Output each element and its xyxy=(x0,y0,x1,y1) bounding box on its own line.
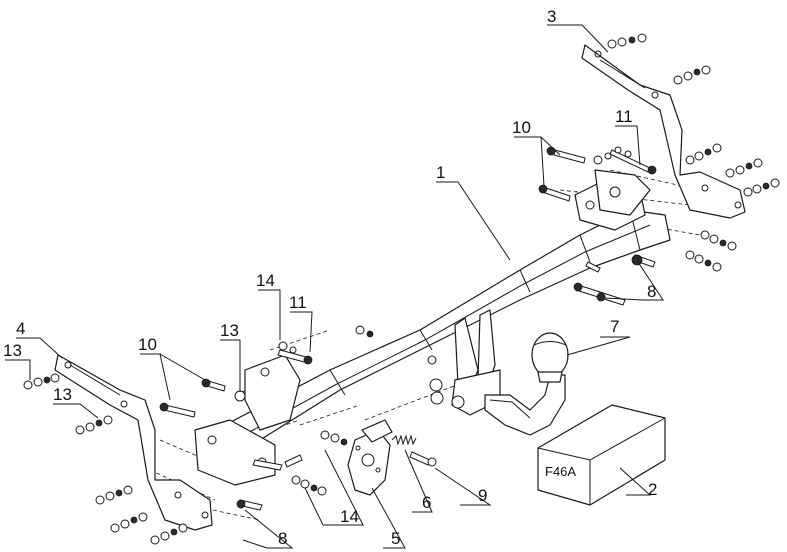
leader-lines xyxy=(5,24,664,549)
spring xyxy=(391,434,417,446)
hardware-top-right xyxy=(607,33,780,272)
callout-14-bottom: 14 xyxy=(340,507,359,526)
tow-ball-assembly xyxy=(484,332,569,436)
callout-2: 2 xyxy=(648,480,657,499)
left-side-bracket xyxy=(54,354,213,531)
main-crossbar xyxy=(194,169,671,486)
hardware-right-bolts xyxy=(538,146,657,306)
callout-numbers: 3 1 10 11 8 7 4 13 13 10 13 14 11 8 14 5… xyxy=(3,7,657,548)
callout-8-left: 8 xyxy=(278,529,287,548)
bolt-9 xyxy=(409,451,437,467)
kit-box xyxy=(537,404,666,506)
right-side-bracket xyxy=(581,44,746,219)
callout-5: 5 xyxy=(391,529,400,548)
callout-13-mid: 13 xyxy=(220,321,239,340)
socket-plate xyxy=(347,419,393,496)
callout-1: 1 xyxy=(436,163,445,182)
hardware-left xyxy=(23,325,465,545)
callout-6: 6 xyxy=(422,493,431,512)
callout-10-right: 10 xyxy=(512,118,531,137)
callout-9: 9 xyxy=(478,486,487,505)
callout-13-lower: 13 xyxy=(53,385,72,404)
callout-13-left: 13 xyxy=(3,341,22,360)
kit-box-label: F46A xyxy=(545,464,576,479)
callout-3: 3 xyxy=(547,7,556,26)
callout-11-left: 11 xyxy=(289,293,307,312)
callout-10-left: 10 xyxy=(138,335,157,354)
callout-4: 4 xyxy=(16,319,25,338)
callout-11-right: 11 xyxy=(615,107,633,126)
callout-8-right: 8 xyxy=(647,282,656,301)
callout-14-top: 14 xyxy=(256,271,275,290)
callout-7: 7 xyxy=(610,317,619,336)
